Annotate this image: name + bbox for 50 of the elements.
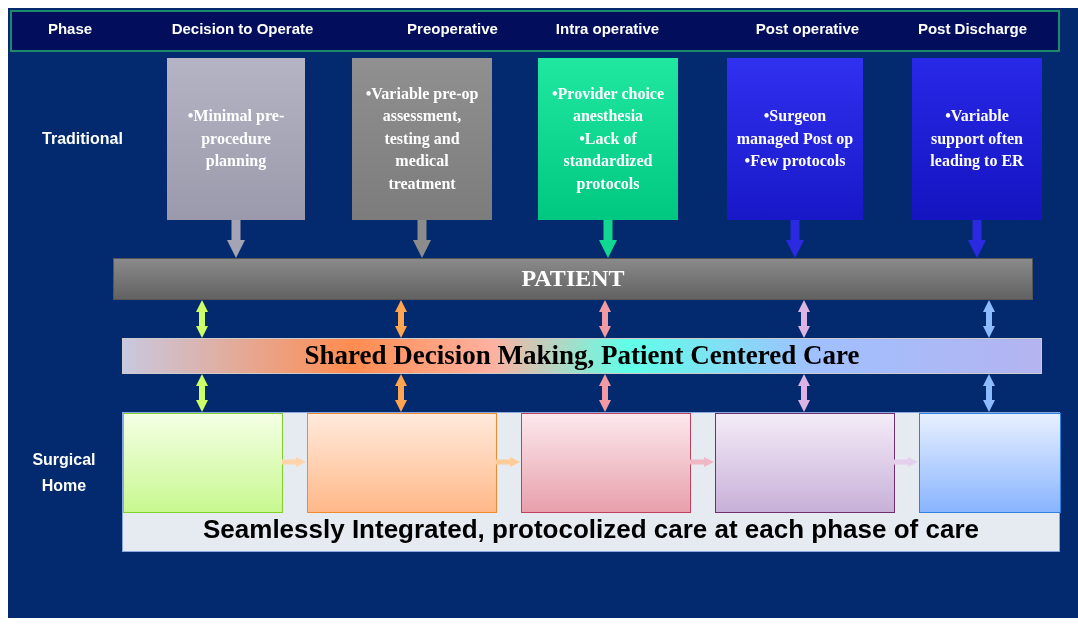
arrow	[599, 220, 617, 258]
arrow	[196, 300, 208, 338]
arrow	[798, 374, 810, 412]
arrow	[894, 457, 918, 467]
arrow	[690, 457, 714, 467]
box-text: •Few protocols	[744, 151, 846, 172]
arrow	[395, 374, 407, 412]
box-text: •Provider choice anesthesia	[550, 84, 666, 127]
patient-bar	[113, 258, 1033, 300]
row-header: Traditional	[41, 130, 124, 148]
column-header: Post operative	[754, 20, 861, 37]
column-header: Intra operative	[554, 20, 661, 37]
phase-care-box	[307, 413, 497, 513]
box-text: •Variable pre-op assessment, testing and medical treatment	[364, 84, 480, 194]
phase-care-box	[919, 413, 1061, 513]
arrow	[395, 300, 407, 338]
arrow	[599, 374, 611, 412]
phase-box	[352, 58, 492, 220]
arrow	[983, 374, 995, 412]
column-header: Decision to Operate	[170, 20, 315, 37]
column-header: Preoperative	[406, 20, 499, 37]
box-text: Shared Decision Making, Patient Centered Care	[304, 339, 860, 373]
phase-care-box	[521, 413, 691, 513]
arrow	[496, 457, 520, 467]
phase-care-box	[123, 413, 283, 513]
arrow	[282, 457, 306, 467]
phase-box	[912, 58, 1042, 220]
phase-box	[538, 58, 678, 220]
surgical-home-band	[122, 412, 1060, 552]
box-text: Seamlessly Integrated, protocolized care at each phase of care	[203, 512, 979, 546]
box-text: PATIENT	[521, 264, 625, 294]
phase-care-box	[715, 413, 895, 513]
column-header: Post Discharge	[916, 20, 1029, 37]
box-text: •Variable support often leading to ER	[929, 106, 1025, 172]
arrow	[786, 220, 804, 258]
box-text: •Minimal pre-procedure planning	[186, 106, 286, 172]
arrow	[798, 300, 810, 338]
phase-box	[727, 58, 863, 220]
arrow	[227, 220, 245, 258]
row-header: Surgical Home	[31, 450, 97, 496]
arrow	[983, 300, 995, 338]
box-text: •Lack of standardized protocols	[562, 128, 654, 195]
arrow	[196, 374, 208, 412]
arrow	[413, 220, 431, 258]
arrow	[599, 300, 611, 338]
column-header: Phase	[46, 20, 94, 37]
shared-care-bar	[122, 338, 1042, 374]
arrow	[968, 220, 986, 258]
phase-box	[167, 58, 305, 220]
box-text: •Surgeon managed Post op	[735, 106, 855, 150]
